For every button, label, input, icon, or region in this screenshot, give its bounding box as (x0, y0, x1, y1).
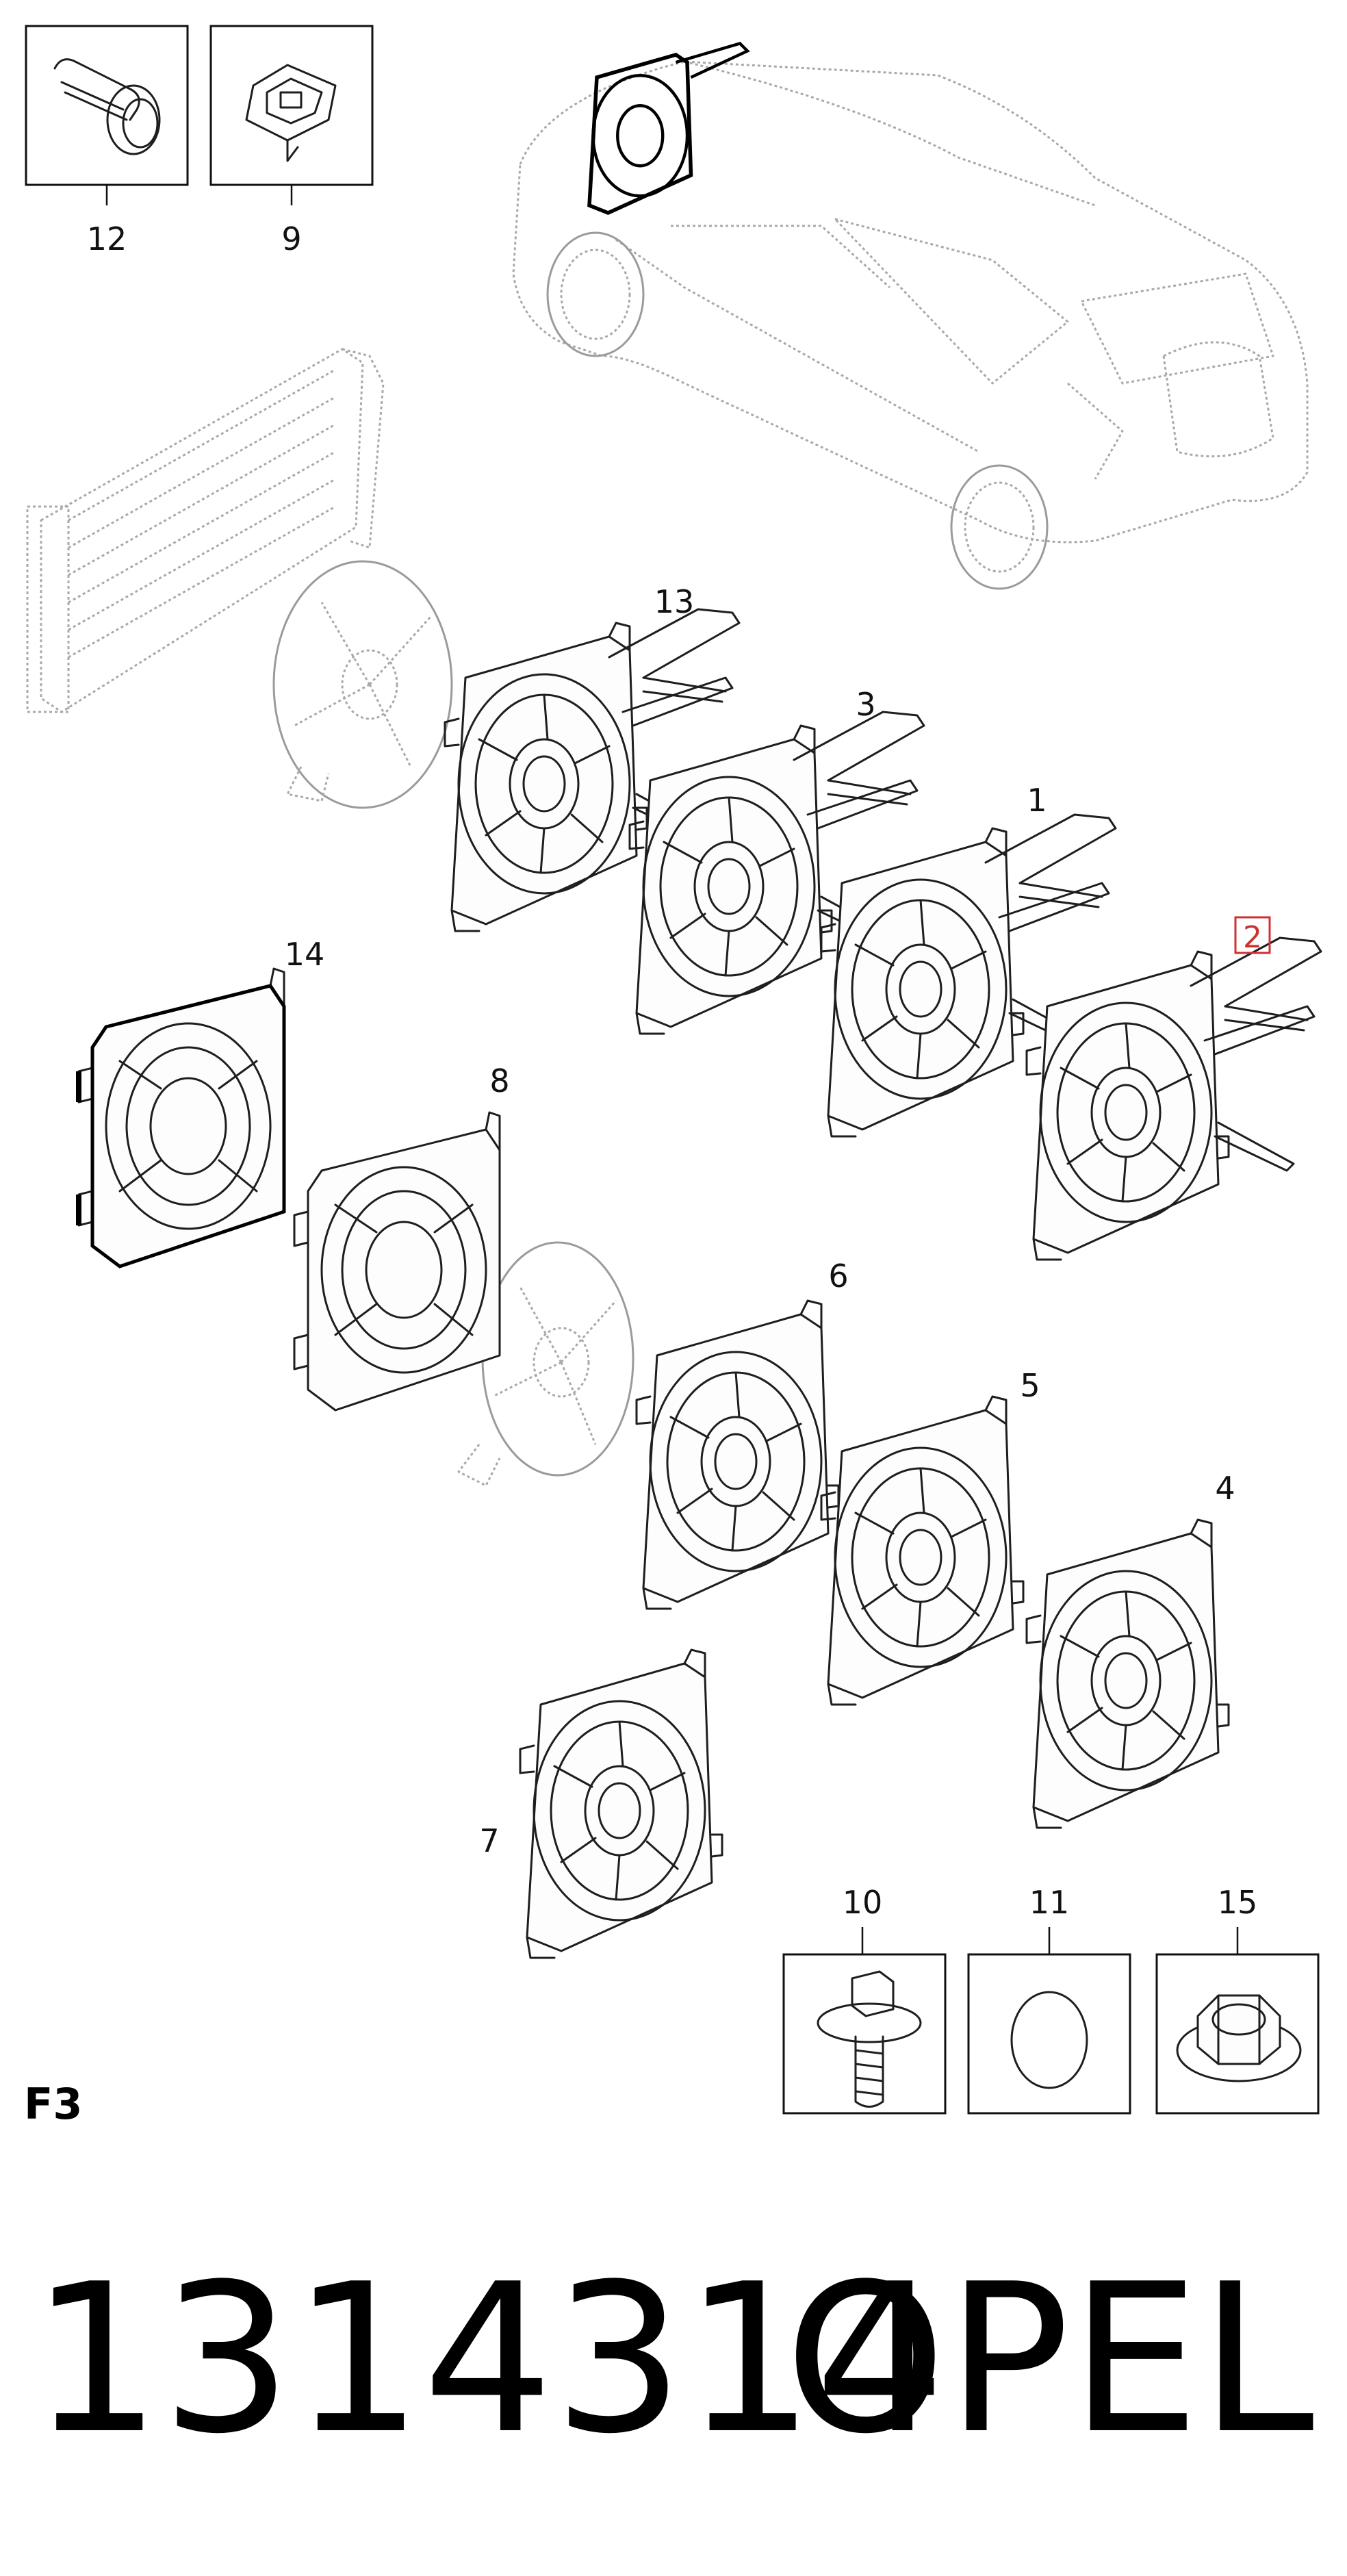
part-box-11[interactable]: 11 (967, 1884, 1131, 2115)
shroud-part-7[interactable]: 7 (479, 1648, 723, 1959)
shroud-part-6[interactable]: 6 (635, 1258, 849, 1610)
brand-name: OPEL (784, 2240, 1315, 2479)
part-box-10[interactable]: 10 (782, 1884, 947, 2115)
part-box-9[interactable]: 9 (209, 25, 374, 257)
part-box-12[interactable]: 12 (25, 25, 189, 257)
callout-9: 9 (281, 220, 301, 257)
shroud-part-4[interactable]: 4 (1025, 1470, 1235, 1829)
callout-6: 6 (828, 1258, 848, 1295)
vehicle-location-illustration (512, 42, 1309, 590)
part-box-15[interactable]: 15 (1155, 1884, 1320, 2115)
part-number: 1314314 (31, 2240, 945, 2479)
callout-12: 12 (87, 220, 127, 257)
callout-7: 7 (479, 1822, 499, 1859)
section-code: F3 (24, 2079, 83, 2129)
callout-1: 1 (1027, 782, 1047, 819)
shroud-part-5[interactable]: 5 (820, 1367, 1040, 1706)
callout-3: 3 (856, 686, 875, 723)
callout-2: 2 (1243, 920, 1262, 955)
callout-5: 5 (1020, 1367, 1040, 1404)
shroud-part-3[interactable]: 3 (630, 686, 924, 1034)
callout-15: 15 (1218, 1884, 1258, 1921)
shroud-part-2[interactable]: 2 (1027, 916, 1321, 1260)
shroud-part-8[interactable]: 8 (293, 1062, 510, 1412)
shroud-part-13[interactable]: 13 (445, 583, 739, 931)
callout-8: 8 (489, 1062, 509, 1099)
callout-11: 11 (1029, 1884, 1070, 1921)
radiator-context-illustration (26, 348, 453, 809)
shroud-part-1[interactable]: 1 (821, 782, 1116, 1136)
shroud-part-14[interactable]: 14 (76, 936, 325, 1268)
highlight-box (1234, 916, 1271, 954)
callout-10: 10 (843, 1884, 883, 1921)
callout-4: 4 (1215, 1470, 1235, 1507)
callout-14: 14 (285, 936, 325, 973)
callout-13: 13 (654, 583, 695, 620)
